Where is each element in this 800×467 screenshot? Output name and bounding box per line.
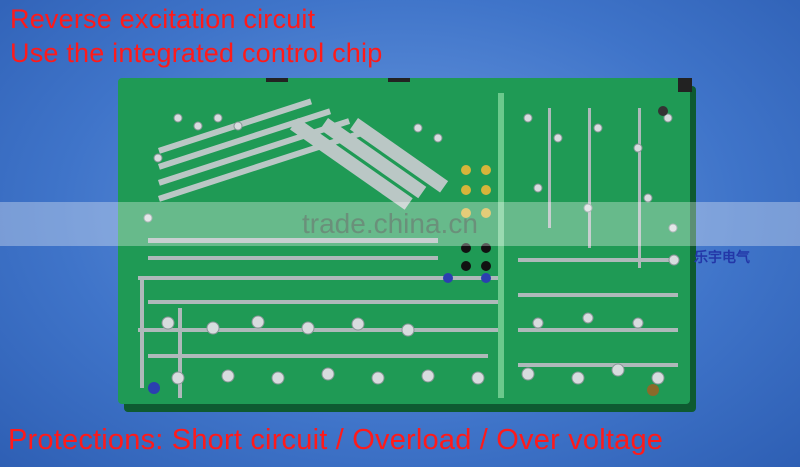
caption-line-1: Reverse excitation circuit	[10, 4, 316, 34]
isolation-gap	[498, 93, 504, 398]
brand-mark: 乐宇电气	[694, 249, 750, 265]
top-connector-right	[388, 78, 410, 82]
watermark-text: trade.china.cn	[302, 208, 478, 239]
corner-bracket	[678, 78, 692, 92]
mounting-hole-top-right	[658, 106, 668, 116]
pin-header	[443, 165, 491, 283]
vertical-traces	[140, 108, 641, 398]
watermark-band	[0, 202, 800, 246]
pcb-board	[118, 78, 696, 412]
caption-line-2: Use the integrated control chip	[10, 38, 383, 68]
mounting-hole-left	[148, 382, 160, 394]
caption-line-3: Protections: Short circuit / Overload / …	[8, 424, 664, 456]
top-connector-left	[266, 78, 288, 82]
mounting-hole-right	[647, 384, 659, 396]
horizontal-traces	[138, 238, 678, 367]
solder-pads	[143, 113, 680, 385]
